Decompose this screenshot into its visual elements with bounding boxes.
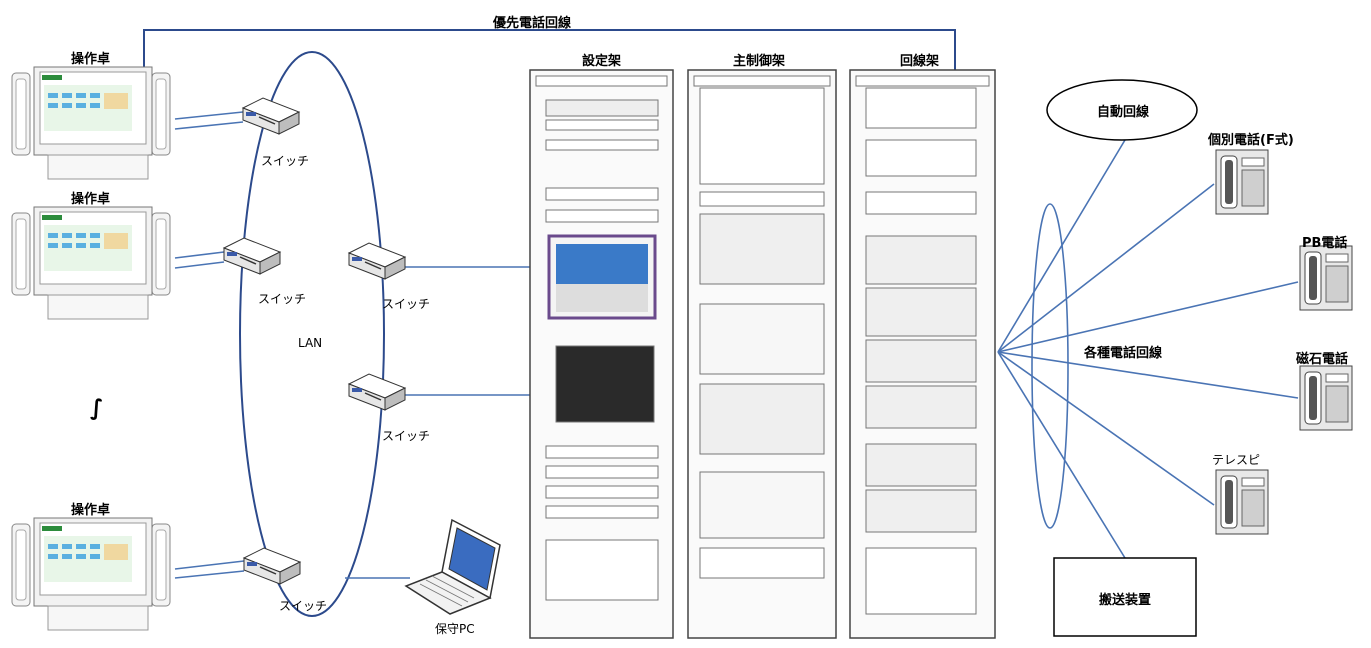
- phone-label: PB電話: [1302, 236, 1348, 251]
- line-rack-label: 回線架: [900, 54, 940, 69]
- phone-label: 個別電話(F式): [1208, 133, 1294, 148]
- operator-console: [11, 517, 171, 631]
- phone-icon: [1299, 365, 1353, 431]
- network-switch-icon: [348, 373, 406, 411]
- phone-icon: [1299, 245, 1353, 311]
- carrier-equipment-label: 搬送装置: [1098, 593, 1151, 608]
- priority-line-label: 優先電話回線: [493, 16, 572, 31]
- lan-label: LAN: [298, 336, 323, 350]
- line-rack: [849, 69, 996, 639]
- switch-label: スイッチ: [382, 429, 431, 443]
- main-control-rack-label: 主制御架: [733, 54, 786, 69]
- console-label: 操作卓: [71, 192, 111, 207]
- setting-rack-label: 設定架: [582, 54, 622, 69]
- auto-line-node: [1046, 79, 1198, 141]
- switch-label: スイッチ: [258, 292, 307, 306]
- phone-lines: [997, 139, 1299, 559]
- network-switch-icon: [242, 97, 300, 135]
- switch-label: スイッチ: [279, 599, 328, 613]
- setting-rack: [529, 69, 674, 639]
- auto-line-label: 自動回線: [1097, 105, 1150, 120]
- network-switch-icon: [243, 547, 301, 585]
- rack-links: [345, 266, 530, 579]
- operator-console: [11, 206, 171, 320]
- phone-label: テレスピ: [1212, 453, 1261, 467]
- network-switch-icon: [348, 242, 406, 280]
- console-links: [174, 111, 245, 579]
- switch-label: スイッチ: [261, 154, 310, 168]
- various-lines-label: 各種電話回線: [1084, 346, 1163, 361]
- carrier-equipment-box: [1053, 557, 1197, 637]
- priority-line: [143, 29, 956, 72]
- phone-label: 磁石電話: [1296, 352, 1349, 367]
- omission-mark: ∫: [90, 396, 104, 421]
- main-control-rack: [687, 69, 837, 639]
- line-bundle-loop: [1031, 203, 1069, 529]
- laptop-icon: [404, 518, 501, 615]
- lan-loop: [239, 51, 385, 617]
- operator-console: [11, 66, 171, 180]
- console-label: 操作卓: [71, 503, 111, 518]
- switch-label: スイッチ: [382, 297, 431, 311]
- maintenance-pc-label: 保守PC: [435, 622, 475, 636]
- console-label: 操作卓: [71, 52, 111, 67]
- phone-icon: [1215, 469, 1269, 535]
- network-switch-icon: [223, 237, 281, 275]
- phone-icon: [1215, 149, 1269, 215]
